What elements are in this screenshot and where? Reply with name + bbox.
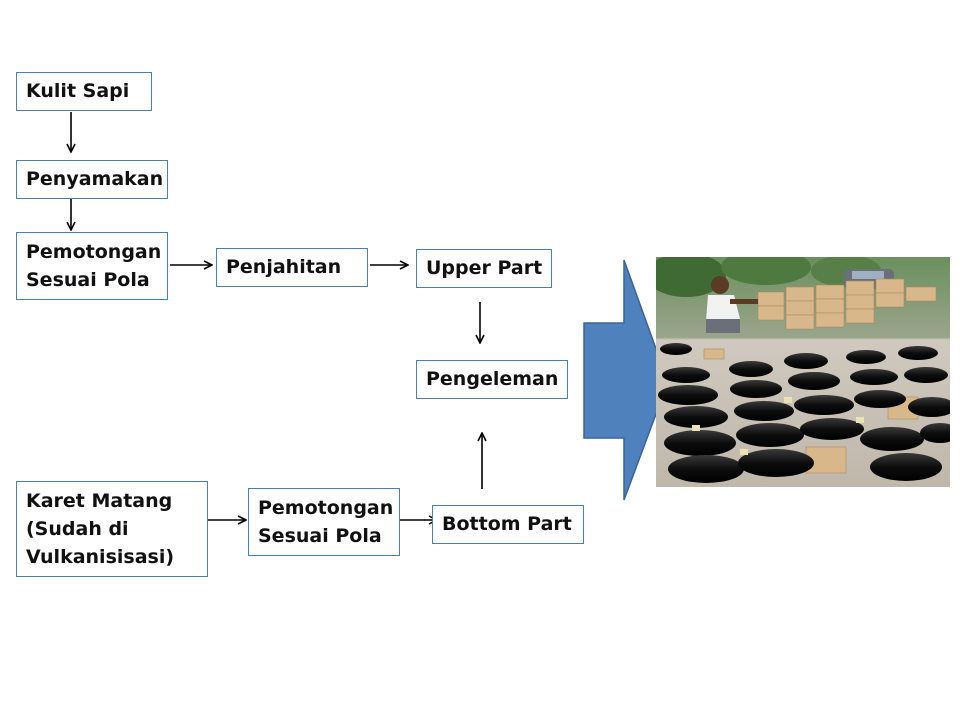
node-karet-matang-line-1: Karet Matang xyxy=(26,490,173,512)
node-pemotongan-top-line-1: Pemotongan xyxy=(26,241,162,263)
shoe-photo-illustration xyxy=(656,257,950,487)
node-penyamakan: Penyamakan xyxy=(16,160,168,199)
node-upper-part: Upper Part xyxy=(416,249,552,288)
node-kulit-sapi: Kulit Sapi xyxy=(16,72,152,111)
node-pemotongan-top-line-2: Sesuai Pola xyxy=(26,269,150,291)
node-karet-matang-line-2: (Sudah di xyxy=(26,518,129,540)
node-bottom-part: Bottom Part xyxy=(432,505,584,544)
node-karet-matang-line-3: Vulkanisisasi) xyxy=(26,546,175,568)
node-pemotongan-bottom: Pemotongan Sesuai Pola xyxy=(248,488,400,556)
node-pemotongan-bottom-line-2: Sesuai Pola xyxy=(258,525,382,547)
node-pengeleman-label: Pengeleman xyxy=(426,368,559,390)
node-pengeleman: Pengeleman xyxy=(416,360,568,399)
node-upper-part-label: Upper Part xyxy=(426,257,543,279)
node-pemotongan-top: Pemotongan Sesuai Pola xyxy=(16,232,168,300)
node-penjahitan: Penjahitan xyxy=(216,248,368,287)
big-right-arrow xyxy=(583,259,669,501)
node-bottom-part-label: Bottom Part xyxy=(442,513,572,535)
node-karet-matang: Karet Matang (Sudah di Vulkanisisasi) xyxy=(16,481,208,577)
shoe-display-photo xyxy=(656,257,950,487)
node-kulit-sapi-label: Kulit Sapi xyxy=(26,80,130,102)
node-penyamakan-label: Penyamakan xyxy=(26,168,164,190)
node-pemotongan-bottom-line-1: Pemotongan xyxy=(258,497,394,519)
node-penjahitan-label: Penjahitan xyxy=(226,256,342,278)
